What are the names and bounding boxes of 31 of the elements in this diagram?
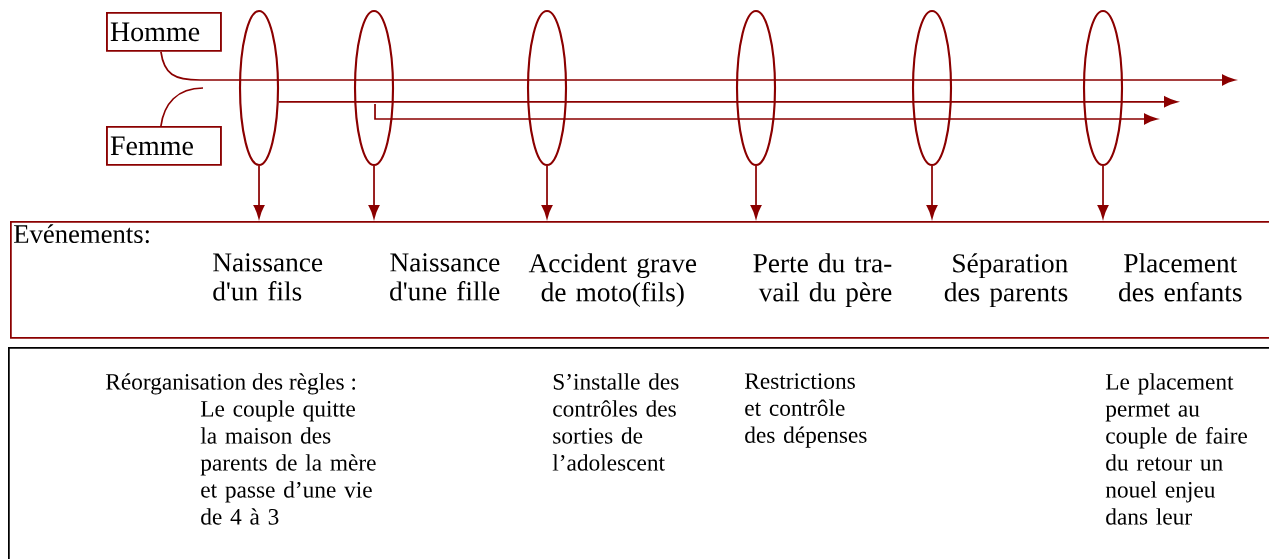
event-label: Perte du tra- vail du père xyxy=(753,253,892,308)
ellipse-ring xyxy=(911,9,953,167)
arrow xyxy=(750,165,762,219)
ellipse-ring xyxy=(735,9,777,167)
event-label: Placement des enfants xyxy=(1119,253,1242,302)
ellipse-ring xyxy=(238,9,280,167)
ellipse-ring xyxy=(526,9,568,167)
arrow xyxy=(277,96,1178,108)
note-text: S’installe des contrôles des sorties de l’adolescent xyxy=(552,373,679,471)
arrow xyxy=(368,165,380,219)
event-label: Accident grave de moto(fils) xyxy=(528,253,697,308)
note-text: Réorganisation des règles : xyxy=(105,373,356,395)
arrow xyxy=(160,51,1236,86)
event-label: Naissance d'une fille xyxy=(390,253,500,301)
note-text: Le placement permet au couple de faire du retour un nouel enjeu dans leur xyxy=(1105,373,1247,525)
person-box: Femme xyxy=(106,126,222,166)
arrow xyxy=(541,165,553,219)
arrow xyxy=(374,103,1158,125)
note-text: Restrictions et contrôle des dépenses xyxy=(744,373,867,448)
arrow xyxy=(1097,165,1109,219)
note-text: Le couple quitte la maison des parents de la mère et passe d’une vie de 4 à 3 xyxy=(200,400,376,525)
event-label: Séparation des parents xyxy=(944,253,1068,308)
notes-panel xyxy=(8,347,1269,559)
arrow xyxy=(926,165,938,219)
person-box: Homme xyxy=(106,12,222,52)
arrow xyxy=(253,165,265,219)
event-label: Naissance d'un fils xyxy=(213,253,323,301)
heading-text: Evénements: xyxy=(14,224,149,244)
ellipse-ring xyxy=(1082,9,1124,167)
events-band xyxy=(10,221,1269,339)
ellipse-ring xyxy=(353,9,395,167)
